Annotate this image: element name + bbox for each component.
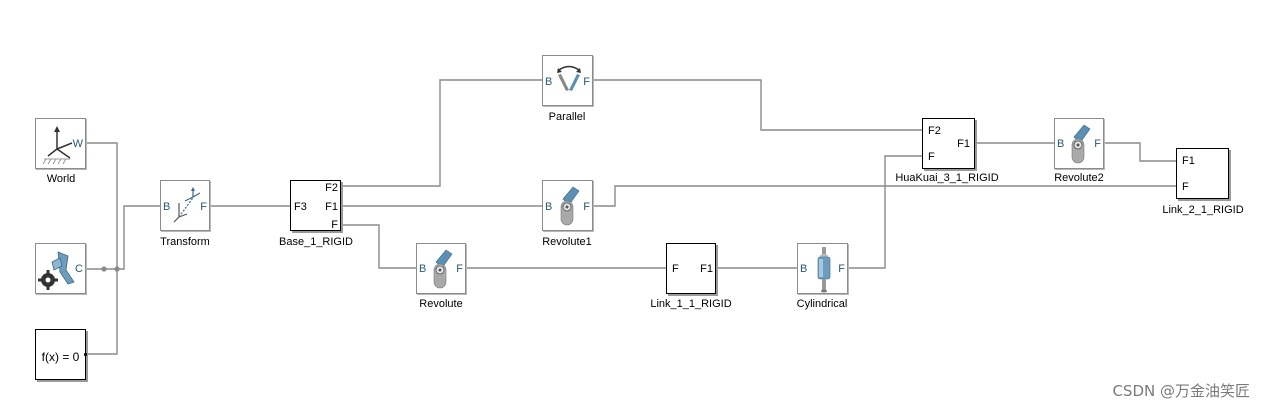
parallel-label: Parallel: [548, 111, 586, 123]
transform-label: Transform: [160, 236, 210, 248]
revolute-joint-block[interactable]: B F: [416, 243, 466, 294]
solver-config-block[interactable]: C: [35, 243, 86, 294]
wire-fx-to-bus[interactable]: [86, 269, 118, 355]
cylindrical-joint-block[interactable]: B F: [797, 243, 848, 294]
parallel-port-b: B: [545, 76, 553, 88]
wire-revolute1-to-link2[interactable]: [593, 185, 1176, 207]
wire-revolute2-to-link2[interactable]: [1104, 142, 1176, 162]
revolute1-joint-block[interactable]: B F: [542, 180, 593, 231]
revolute1-port-f: F: [583, 201, 590, 213]
transform-port-b: B: [163, 201, 171, 213]
huakuai-rigid-subsystem[interactable]: F2 F1 F: [922, 118, 975, 169]
wire-parallel-to-huakuai[interactable]: [593, 79, 922, 131]
fx-equals-zero-block[interactable]: f(x) = 0: [35, 329, 87, 380]
revolute2-joint-icon: [1071, 124, 1091, 164]
huakuai-port-f: F: [928, 151, 935, 163]
revolute2-port-b: B: [1057, 138, 1065, 150]
revolute-label: Revolute: [419, 298, 463, 310]
world-label: World: [46, 173, 76, 185]
revolute1-port-b: B: [545, 201, 553, 213]
world-frame-icon: [42, 126, 73, 165]
parallel-constraint-block[interactable]: B F: [542, 55, 593, 106]
wire-bus-to-transform[interactable]: [117, 205, 160, 270]
revolute2-label: Revolute2: [1054, 172, 1104, 184]
link1-port-f1: F1: [700, 263, 713, 275]
base-port-f: F: [331, 219, 338, 231]
wire-base-to-revolute[interactable]: [341, 224, 416, 269]
revolute-joint-icon: [433, 249, 453, 289]
wire-cylindrical-to-huakuai[interactable]: [848, 155, 922, 269]
huakuai-label: HuaKuai_3_1_RIGID: [895, 172, 999, 184]
wire-world-to-bus[interactable]: [86, 142, 118, 269]
base-rigid-subsystem[interactable]: F2 F3 F1 F: [290, 180, 341, 231]
revolute-port-f: F: [456, 263, 463, 275]
revolute1-joint-icon: [560, 186, 580, 226]
parallel-port-f: F: [583, 76, 590, 88]
solver-port-c: C: [75, 263, 83, 275]
base-label: Base_1_RIGID: [279, 236, 353, 248]
watermark: CSDN @万金油笑匠: [1112, 382, 1250, 400]
link2-rigid-subsystem[interactable]: F1 F: [1176, 148, 1229, 199]
wire-base-to-parallel[interactable]: [341, 79, 542, 187]
cylindrical-joint-icon: [817, 247, 831, 293]
link2-port-f: F: [1182, 181, 1189, 193]
revolute2-port-f: F: [1094, 138, 1101, 150]
solver-config-icon: [38, 251, 75, 290]
cylindrical-port-b: B: [800, 263, 808, 275]
base-port-f2: F2: [325, 182, 338, 194]
base-port-f3: F3: [294, 201, 307, 213]
huakuai-port-f1: F1: [957, 138, 970, 150]
base-port-f1: F1: [325, 201, 338, 213]
link2-label: Link_2_1_RIGID: [1162, 204, 1244, 216]
junction-dot: [114, 266, 120, 272]
world-block[interactable]: W: [35, 118, 86, 169]
parallel-constraint-icon: [557, 65, 581, 91]
link1-rigid-subsystem[interactable]: F F1: [666, 243, 716, 294]
link1-label: Link_1_1_RIGID: [650, 298, 732, 310]
cylindrical-label: Cylindrical: [796, 298, 848, 310]
transform-block[interactable]: B F: [160, 180, 210, 231]
revolute1-label: Revolute1: [542, 236, 592, 248]
revolute2-joint-block[interactable]: B F: [1054, 118, 1104, 169]
rigid-transform-icon: [173, 187, 201, 223]
fx-text: f(x) = 0: [41, 350, 80, 364]
cylindrical-port-f: F: [838, 263, 845, 275]
link1-port-f: F: [672, 263, 679, 275]
world-port-w: W: [72, 138, 83, 150]
fx-output-port: [84, 353, 87, 356]
junction-dot: [101, 266, 107, 272]
transform-port-f: F: [200, 201, 207, 213]
huakuai-port-f2: F2: [928, 125, 941, 137]
link2-port-f1: F1: [1182, 155, 1195, 167]
revolute-port-b: B: [419, 263, 427, 275]
